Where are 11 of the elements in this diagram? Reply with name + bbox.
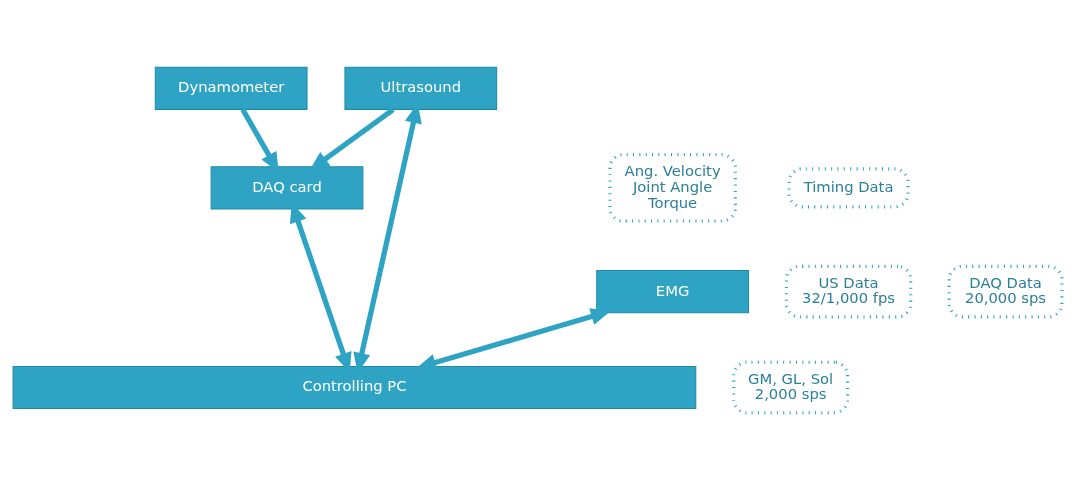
node-box: Controlling PC [12,365,697,409]
node-box: Ultrasound [344,66,498,110]
node-box: EMG [596,269,749,313]
node-box: Dynamometer [154,66,308,110]
node-box: Timing Data [787,166,910,208]
node-box: GM, GL, Sol 2,000 sps [732,360,850,414]
node-box: US Data 32/1,000 fps [784,264,913,318]
node-box: DAQ card [210,165,364,209]
node-box: DAQ Data 20,000 sps [947,264,1064,318]
node-box: Ang. Velocity Joint Angle Torque [608,152,737,223]
arrow [309,106,395,170]
